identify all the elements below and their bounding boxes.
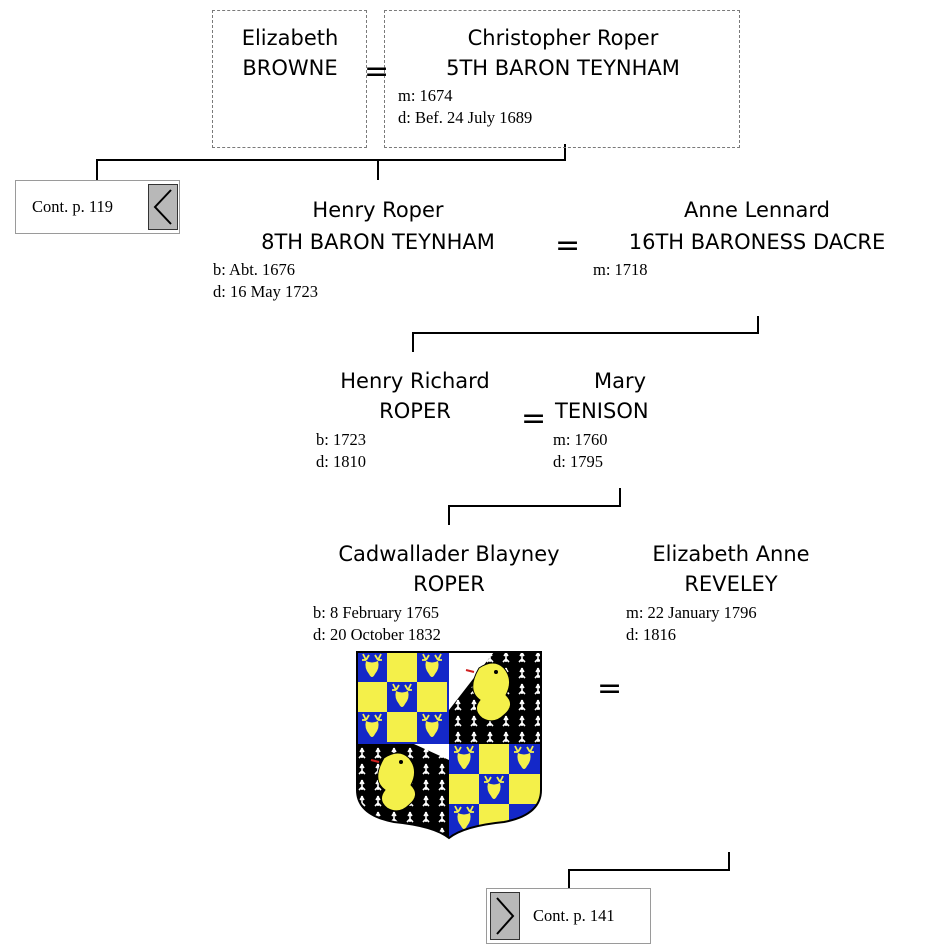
gen4-person-name-1: Cadwallader Blayney [338,542,560,566]
gen4-spouse-name-1: Elizabeth Anne [652,542,810,566]
gen1-person-name-1: Christopher Roper [467,26,659,50]
cont-next-label: Cont. p. 141 [533,906,615,925]
gen3-spouse-died: d: 1795 [553,452,603,471]
gen3-person-born: b: 1723 [316,430,366,449]
gen3-person-died: d: 1810 [316,452,366,471]
gen4-marriage-equals: = [597,671,623,706]
gen3-person-name-2: ROPER [379,399,451,423]
gen4-spouse-died: d: 1816 [626,625,676,644]
gen1-person-title: 5TH BARON TEYNHAM [446,56,680,80]
gen3-person-name-1: Henry Richard [340,369,490,393]
gen3-spouse-name-1: Mary [593,369,647,393]
gen4-spouse-name-2: REVELEY [684,572,778,596]
arrow-right-icon [490,892,520,940]
gen4-spouse-married: m: 22 January 1796 [626,603,757,622]
gen1-person-married: m: 1674 [398,86,453,105]
cont-prev-label: Cont. p. 119 [32,197,113,216]
gen2-spouse-name: Anne Lennard [684,198,830,222]
arrow-left-icon [148,184,178,230]
connector-gen4 [568,852,730,888]
person-box-christopher-roper [384,10,740,148]
gen2-person-died: d: 16 May 1723 [213,282,318,301]
gen3-spouse-married: m: 1760 [553,430,608,449]
gen2-person-born: b: Abt. 1676 [213,260,296,279]
gen4-person-born: b: 8 February 1765 [313,603,440,622]
coat-of-arms-shield [356,651,542,840]
gen1-spouse-name-2: BROWNE [242,56,338,80]
connector-gen1 [96,144,566,180]
gen2-spouse-married: m: 1718 [593,260,648,279]
gen2-person-title: 8TH BARON TEYNHAM [261,230,495,254]
connector-gen2 [412,316,759,352]
gen1-marriage-equals: = [364,54,390,89]
gen2-marriage-equals: = [555,228,581,263]
spouse-box-elizabeth-browne [212,10,367,148]
gen3-marriage-equals: = [521,401,547,436]
gen4-person-died: d: 20 October 1832 [313,625,441,644]
gen2-spouse-title: 16TH BARONESS DACRE [628,230,886,254]
gen1-spouse-name-1: Elizabeth [241,26,339,50]
gen3-spouse-name-2: TENISON [555,399,649,423]
gen1-person-died: d: Bef. 24 July 1689 [398,108,533,127]
cont-prev-link[interactable]: Cont. p. 119 [15,180,180,234]
gen2-person-name: Henry Roper [312,198,444,222]
cont-next-link[interactable]: Cont. p. 141 [486,888,651,944]
gen4-person-name-2: ROPER [413,572,485,596]
connector-gen3 [448,488,621,525]
